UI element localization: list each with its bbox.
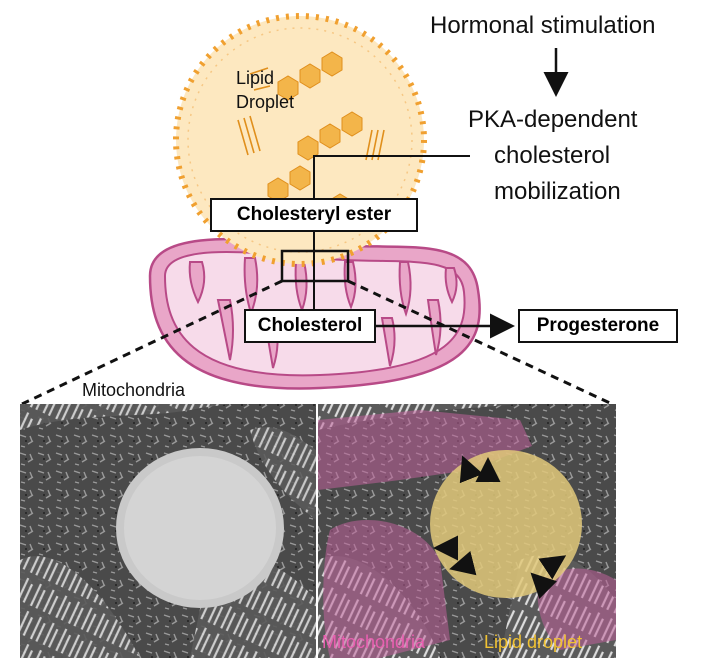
micrograph-right bbox=[318, 404, 616, 658]
pka-label-line2: cholesterol bbox=[494, 142, 611, 169]
cholesterol-box: Cholesterol bbox=[244, 309, 376, 343]
lipid-droplet-overlay bbox=[430, 450, 582, 598]
progesterone-box: Progesterone bbox=[518, 309, 678, 343]
lipid-label-line2: Droplet bbox=[236, 92, 295, 112]
cholesteryl-ester-box: Cholesteryl ester bbox=[210, 198, 418, 232]
mitochondria-label: Mitochondria bbox=[82, 380, 186, 400]
pka-label-line1: PKA-dependent bbox=[468, 106, 638, 133]
pka-label-line3: mobilization bbox=[494, 178, 621, 205]
mitochondria-overlay bbox=[318, 410, 616, 658]
mitochondria-caption: Mitochondria bbox=[322, 632, 426, 652]
mitochondrion bbox=[148, 237, 481, 390]
lipid-label-line1: Lipid bbox=[236, 68, 275, 88]
hormonal-stimulation-label: Hormonal stimulation bbox=[430, 12, 656, 39]
micrograph-left bbox=[20, 404, 316, 658]
lipid-droplet-caption: Lipid droplet bbox=[484, 632, 583, 652]
